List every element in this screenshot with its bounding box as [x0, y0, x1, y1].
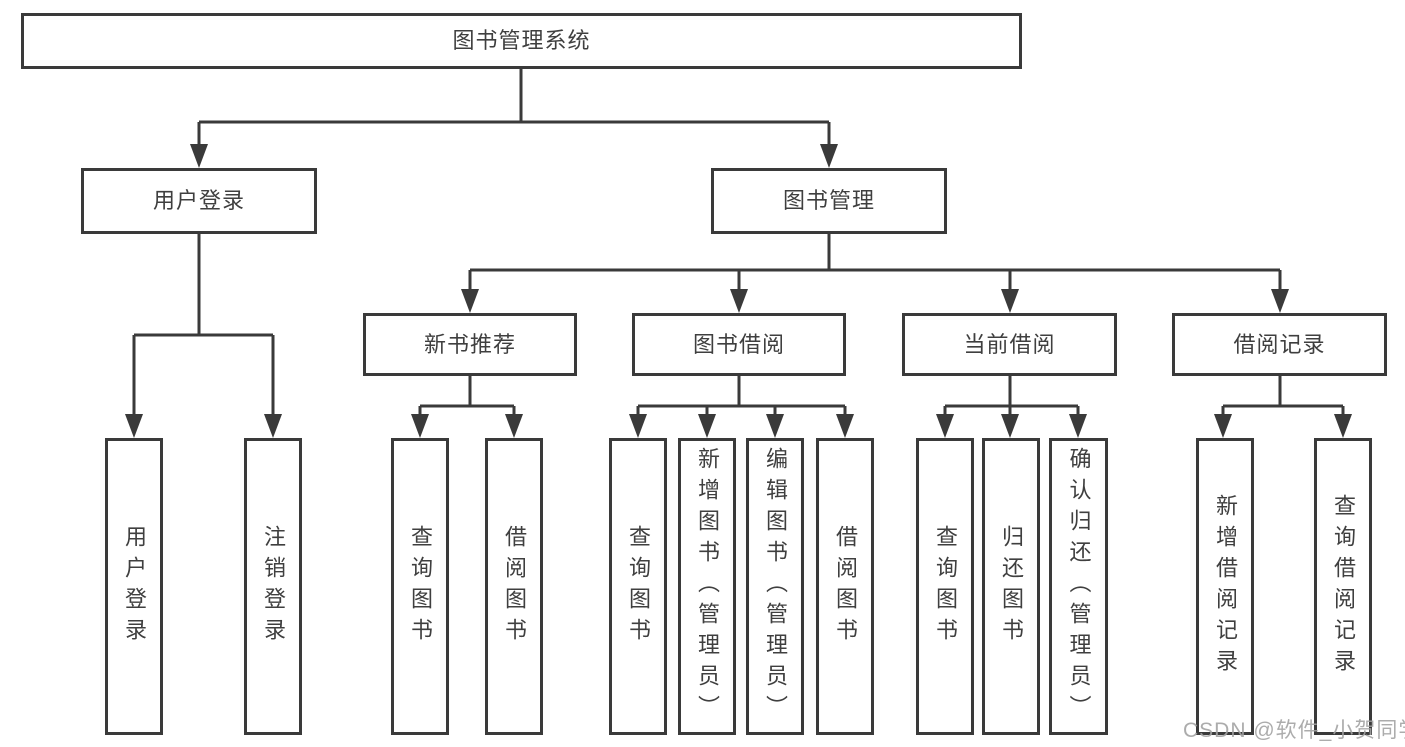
- node-book-management-label: 图书管理: [782, 188, 875, 213]
- arrow-down-icon: [1271, 289, 1289, 313]
- arrow-down-icon: [1214, 414, 1232, 438]
- leaf-user-login-label: 用户登录: [122, 524, 147, 649]
- leaf-user-login: 用户登录: [105, 438, 163, 735]
- node-root-label: 图书管理系统: [452, 28, 591, 53]
- arrow-down-icon: [125, 414, 143, 438]
- arrow-down-icon: [820, 144, 838, 168]
- arrow-down-icon: [461, 289, 479, 313]
- leaf-query-books-borrow-label: 查询图书: [626, 524, 651, 649]
- leaf-edit-book-admin: 编辑图书（管理员）: [746, 438, 804, 735]
- node-new-book-recommend: 新书推荐: [363, 313, 577, 376]
- node-user-login: 用户登录: [81, 168, 317, 234]
- connector-user-login-children: [125, 233, 282, 438]
- leaf-add-book-admin: 新增图书（管理员）: [678, 438, 736, 735]
- arrow-down-icon: [264, 414, 282, 438]
- arrow-down-icon: [1069, 414, 1087, 438]
- arrow-down-icon: [766, 414, 784, 438]
- leaf-add-book-admin-label: 新增图书（管理员）: [695, 447, 720, 726]
- arrow-down-icon: [730, 289, 748, 313]
- node-new-book-recommend-label: 新书推荐: [423, 331, 516, 357]
- node-user-login-label: 用户登录: [152, 188, 245, 213]
- node-borrow-records: 借阅记录: [1172, 313, 1387, 376]
- node-book-management: 图书管理: [711, 168, 947, 234]
- csdn-watermark: CSDN @软件_小贺同学: [1183, 719, 1405, 742]
- node-book-borrow-label: 图书借阅: [692, 331, 785, 357]
- leaf-confirm-return-admin: 确认归还（管理员）: [1049, 438, 1108, 735]
- leaf-query-books-current-label: 查询图书: [933, 524, 958, 649]
- arrow-down-icon: [411, 414, 429, 438]
- leaf-edit-book-admin-label: 编辑图书（管理员）: [763, 447, 788, 726]
- arrow-down-icon: [1001, 414, 1019, 438]
- arrow-down-icon: [836, 414, 854, 438]
- node-book-borrow: 图书借阅: [632, 313, 846, 376]
- arrow-down-icon: [1334, 414, 1352, 438]
- connector-root-to-level2: [190, 69, 838, 168]
- leaf-query-books-borrow: 查询图书: [609, 438, 667, 735]
- leaf-add-borrow-record-label: 新增借阅记录: [1213, 493, 1238, 680]
- connector-book-management-children: [461, 233, 1289, 313]
- arrow-down-icon: [190, 144, 208, 168]
- arrow-down-icon: [1001, 289, 1019, 313]
- leaf-query-books-current: 查询图书: [916, 438, 974, 735]
- leaf-query-borrow-record: 查询借阅记录: [1314, 438, 1372, 735]
- leaf-query-books-recommend: 查询图书: [391, 438, 449, 735]
- arrow-down-icon: [698, 414, 716, 438]
- leaf-borrow-books: 借阅图书: [816, 438, 874, 735]
- leaf-query-borrow-record-label: 查询借阅记录: [1331, 493, 1356, 680]
- leaf-borrow-books-label: 借阅图书: [833, 524, 858, 649]
- leaf-logout-label: 注销登录: [261, 524, 286, 649]
- connector-borrow-records-children: [1214, 376, 1352, 438]
- leaf-return-book: 归还图书: [982, 438, 1040, 735]
- node-borrow-records-label: 借阅记录: [1233, 331, 1326, 357]
- connector-new-book-recommend-children: [411, 376, 523, 438]
- leaf-borrow-books-recommend-label: 借阅图书: [502, 524, 527, 649]
- node-current-borrow-label: 当前借阅: [963, 331, 1056, 357]
- leaf-query-books-recommend-label: 查询图书: [408, 524, 433, 649]
- arrow-down-icon: [936, 414, 954, 438]
- leaf-borrow-books-recommend: 借阅图书: [485, 438, 543, 735]
- connector-book-borrow-children: [629, 376, 854, 438]
- leaf-confirm-return-admin-label: 确认归还（管理员）: [1066, 447, 1092, 726]
- arrow-down-icon: [505, 414, 523, 438]
- leaf-add-borrow-record: 新增借阅记录: [1196, 438, 1254, 735]
- node-current-borrow: 当前借阅: [902, 313, 1117, 376]
- node-root: 图书管理系统: [21, 13, 1022, 69]
- connector-current-borrow-children: [936, 376, 1087, 438]
- leaf-logout: 注销登录: [244, 438, 302, 735]
- arrow-down-icon: [629, 414, 647, 438]
- leaf-return-book-label: 归还图书: [999, 524, 1024, 649]
